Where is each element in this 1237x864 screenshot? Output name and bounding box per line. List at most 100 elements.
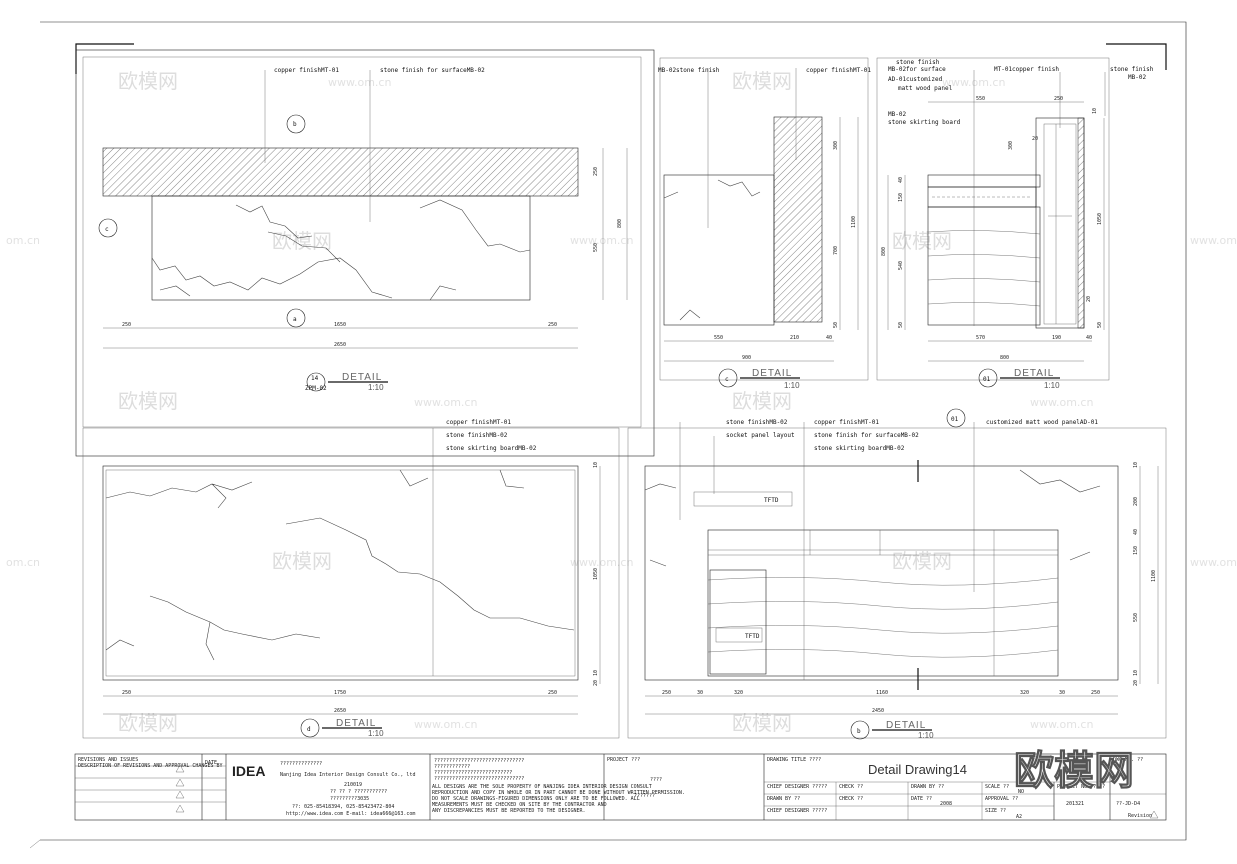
svg-text:stone finishMB-02: stone finishMB-02: [726, 419, 788, 426]
svg-text:250: 250: [662, 690, 671, 696]
svg-text:550: 550: [976, 96, 985, 102]
svg-text:40: 40: [826, 335, 832, 341]
brand-logo: 欧模网: [1014, 748, 1134, 794]
svg-text:30: 30: [697, 690, 703, 696]
svg-text:CHECK ??: CHECK ??: [839, 784, 863, 790]
svg-text:250: 250: [1091, 690, 1100, 696]
svg-text:stone skirting boardMB-02: stone skirting boardMB-02: [446, 445, 537, 452]
svg-text:250: 250: [548, 690, 557, 696]
detail-view-01: stone finish MB-02for surface AD-01custo…: [876, 57, 1154, 390]
svg-text:??: 025-85418394, 025-85423472: ??: 025-85418394, 025-85423472-804: [292, 804, 394, 810]
detail-view-b: TFTD TFTD 01 stone finishMB-02 socket pa…: [627, 408, 1167, 740]
svg-text:14: 14: [311, 375, 319, 382]
svg-text:b: b: [857, 728, 861, 735]
svg-text:150: 150: [898, 193, 904, 202]
svg-text:A2: A2: [1016, 814, 1022, 820]
svg-text:250: 250: [122, 322, 131, 328]
svg-text:om.cn: om.cn: [6, 234, 40, 247]
svg-text:20: 20: [1032, 136, 1038, 142]
svg-text:150: 150: [1133, 546, 1139, 555]
svg-text:欧模网: 欧模网: [118, 389, 178, 413]
svg-text:TFTD: TFTD: [764, 497, 779, 504]
svg-text:TFTD: TFTD: [745, 633, 760, 640]
svg-text:a: a: [293, 316, 297, 323]
svg-text:DESCRIPTION OF REVISIONS AND A: DESCRIPTION OF REVISIONS AND APPROVAL CH…: [78, 763, 223, 769]
svg-text:40: 40: [1086, 335, 1092, 341]
svg-text:??????????????????????????: ??????????????????????????: [434, 770, 512, 776]
svg-text:700: 700: [833, 246, 839, 255]
svg-text:MB-02: MB-02: [1128, 74, 1146, 81]
svg-text:欧模网: 欧模网: [732, 711, 792, 735]
svg-text:???????: ???????: [634, 793, 655, 799]
svg-text:MEASUREMENTS MUST BE CHECKED O: MEASUREMENTS MUST BE CHECKED ON SITE BY …: [432, 802, 607, 808]
svg-text:50: 50: [1097, 322, 1103, 328]
svg-text:550: 550: [1133, 613, 1139, 622]
svg-text:250: 250: [1054, 96, 1063, 102]
svg-text:570: 570: [976, 335, 985, 341]
svg-text:DRAWN BY ??: DRAWN BY ??: [767, 796, 800, 802]
svg-text:customized matt wood panelAD-0: customized matt wood panelAD-01: [986, 419, 1098, 426]
svg-text:40: 40: [898, 177, 904, 183]
svg-text:stone skirting board: stone skirting board: [888, 119, 961, 126]
svg-text:欧模网: 欧模网: [272, 549, 332, 573]
svg-text:2008: 2008: [940, 801, 952, 807]
svg-text:AD-01customized: AD-01customized: [888, 76, 943, 83]
svg-text:欧模网: 欧模网: [732, 69, 792, 93]
svg-text:900: 900: [742, 355, 751, 361]
copper-band: [102, 147, 579, 197]
svg-text:b: b: [293, 121, 297, 128]
svg-text:REPRODUCTION AND COPY IN WHOLE: REPRODUCTION AND COPY IN WHOLE OR IN PAR…: [432, 790, 685, 796]
svg-text:800: 800: [881, 247, 887, 256]
svg-text:DRAWN BY ??: DRAWN BY ??: [911, 784, 944, 790]
svg-text:ALL DESIGNS ARE THE SOLE PROPE: ALL DESIGNS ARE THE SOLE PROPERTY OF NAN…: [432, 784, 652, 790]
svg-text:copper finishMT-01: copper finishMT-01: [814, 419, 879, 426]
svg-text:DO NOT SCALE DRAWINGS-FIGURED: DO NOT SCALE DRAWINGS-FIGURED DIMENSIONS…: [432, 796, 640, 802]
idea-logo: IDEA: [232, 763, 265, 779]
svg-text:copper finishMT-01: copper finishMT-01: [446, 419, 511, 426]
svg-text:stone finish for surfaceMB-02: stone finish for surfaceMB-02: [814, 432, 919, 439]
svg-text:ANY DISCREPANCIES MUST BE REPO: ANY DISCREPANCIES MUST BE REPORTED TO TH…: [432, 808, 586, 814]
svg-text:欧模网: 欧模网: [272, 229, 332, 253]
svg-text:PROJECT ???: PROJECT ???: [607, 757, 640, 763]
svg-text:10: 10: [1092, 108, 1098, 114]
svg-text:??????????????????????????????: ??????????????????????????????: [434, 758, 524, 764]
svg-text:MB-02: MB-02: [888, 111, 906, 118]
svg-text:01: 01: [983, 376, 991, 383]
svg-text:1100: 1100: [1151, 570, 1157, 582]
svg-text:300: 300: [1008, 141, 1014, 150]
svg-text:DETAIL: DETAIL: [336, 718, 376, 729]
svg-text:DETAIL: DETAIL: [886, 720, 926, 731]
svg-text:www.om.cn: www.om.cn: [414, 396, 477, 409]
svg-text:DETAIL: DETAIL: [1014, 368, 1054, 379]
svg-text:550: 550: [593, 243, 599, 252]
svg-text:50: 50: [833, 322, 839, 328]
svg-text:01: 01: [951, 416, 959, 423]
svg-text:??????????????: ??????????????: [280, 761, 322, 767]
svg-text:www.om.cn: www.om.cn: [1030, 718, 1093, 731]
svg-text:DATE: DATE: [205, 760, 217, 766]
svg-text:20: 20: [1086, 296, 1092, 302]
svg-text:stone finish: stone finish: [896, 59, 940, 66]
svg-text:http://www.idea.com E-mail:: http://www.idea.com E-mail: idea666@163.…: [286, 811, 415, 817]
svg-text:250: 250: [548, 322, 557, 328]
svg-text:1100: 1100: [851, 216, 857, 228]
svg-text:210019: 210019: [344, 782, 362, 788]
svg-text:????????????: ????????????: [434, 764, 470, 770]
svg-text:Revision: Revision: [1128, 813, 1152, 819]
svg-text:1650: 1650: [334, 322, 346, 328]
svg-text:欧模网: 欧模网: [892, 229, 952, 253]
svg-text:c: c: [725, 376, 729, 383]
svg-text:30: 30: [1059, 690, 1065, 696]
svg-text:10: 10: [1133, 670, 1139, 676]
svg-text:1:10: 1:10: [368, 383, 384, 392]
svg-text:欧模网: 欧模网: [118, 711, 178, 735]
svg-text:copper finishMT-01: copper finishMT-01: [274, 67, 339, 74]
svg-text:50: 50: [898, 322, 904, 328]
svg-text:1:10: 1:10: [1044, 381, 1060, 390]
svg-text:1750: 1750: [334, 690, 346, 696]
watermarks: 欧模网 欧模网 www.om.cn www.om.cn 欧模网 欧模网 www.…: [6, 69, 1237, 735]
svg-text:www.om.cn: www.om.cn: [570, 556, 633, 569]
svg-text:DRAWING TITLE ????: DRAWING TITLE ????: [767, 757, 821, 763]
detail-view-c: MB-02stone finish copper finishMT-01 300…: [658, 57, 871, 390]
